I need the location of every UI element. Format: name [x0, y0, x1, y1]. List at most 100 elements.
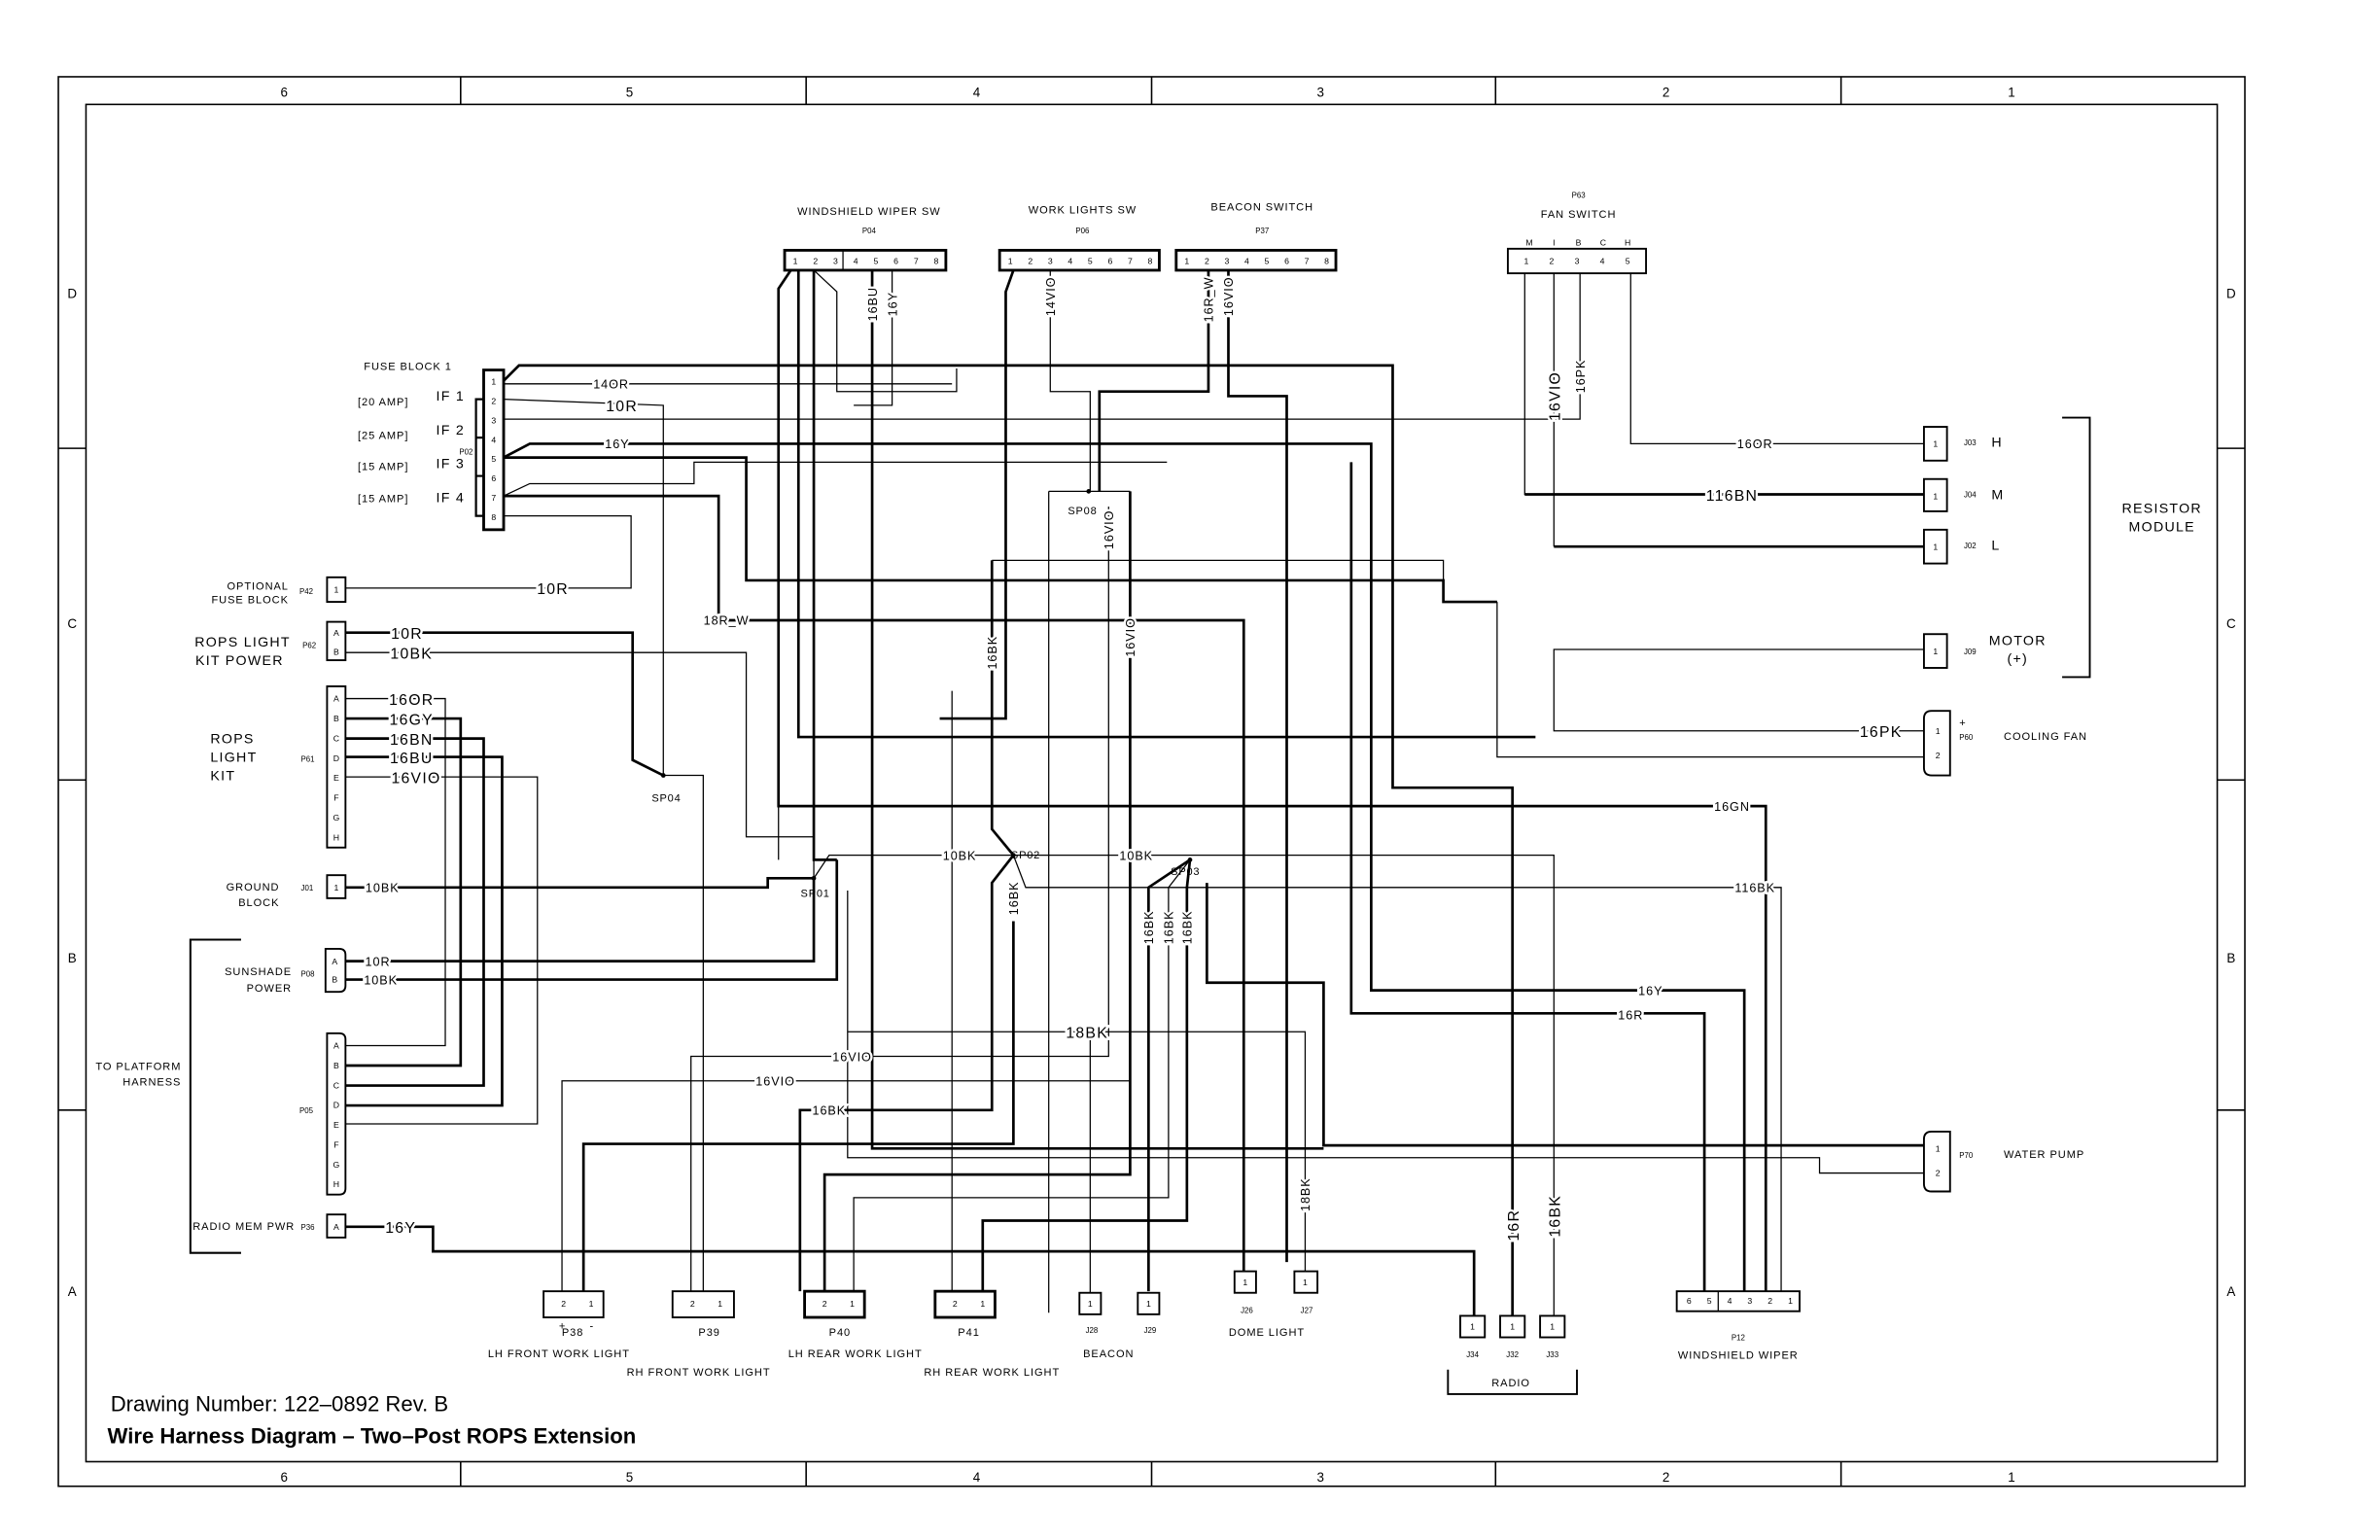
connector-id: P70	[1959, 1151, 1974, 1160]
j01-pins: 1	[333, 883, 338, 892]
wire-label: 16BK	[813, 1104, 847, 1118]
connector-label: SUNSHADE	[225, 966, 292, 978]
wire-label: 10R	[366, 955, 391, 968]
connector-label: FUSE BLOCK	[211, 595, 288, 607]
splice-dot	[1086, 488, 1092, 494]
wire-16bk-sp02	[990, 560, 1015, 857]
p06-connector	[998, 248, 1161, 272]
wire-16y-radio-mem	[345, 1225, 1476, 1316]
splice-dot	[1187, 858, 1193, 862]
row-label: C	[2226, 616, 2236, 631]
wire-16bk-p38	[581, 921, 1015, 1292]
wire-16vio-p39	[690, 507, 1109, 1292]
wire-label: 10BK	[390, 647, 433, 663]
drawing-number: Drawing Number: 122–0892 Rev. B	[111, 1391, 448, 1416]
wire-16r-wiper	[1349, 462, 1706, 1292]
pin-label: G	[333, 813, 340, 822]
pin-label: F	[333, 1139, 338, 1149]
connector-id: J09	[1964, 648, 1977, 656]
fuse-rating: [25 AMP]	[358, 431, 408, 442]
splice-dot	[811, 875, 817, 881]
wire-16vio-p38	[561, 1080, 1131, 1292]
j34-pins: 1	[1470, 1322, 1475, 1332]
pin-label: 1	[1184, 257, 1189, 266]
wire-p04-3	[812, 269, 837, 861]
wire-label: 10BK	[1119, 849, 1153, 862]
connector-label: (+)	[2007, 651, 2028, 667]
wire-16r-w	[1098, 269, 1210, 492]
pin-label: A	[332, 957, 337, 966]
wire-label: 16BK	[1163, 911, 1176, 945]
splice-label: SP08	[1068, 506, 1097, 517]
column-label: 5	[626, 1470, 633, 1485]
connector-label: BLOCK	[238, 897, 279, 909]
wire-water-pump-2	[847, 890, 1924, 1174]
wire-16gn	[777, 269, 1768, 1292]
pin-label: 2	[1768, 1296, 1772, 1306]
p70-pins: 12	[1936, 1143, 1941, 1177]
p39-connector	[671, 1290, 735, 1318]
wire-10bk-ground	[345, 876, 815, 890]
wire-16bk-j29	[1147, 858, 1191, 1292]
splice-dot	[1011, 853, 1016, 858]
connector-id: J02	[1964, 542, 1977, 550]
wire-16bk-p41	[981, 859, 1192, 1292]
column-label: 3	[1317, 1470, 1324, 1485]
row-label: B	[68, 951, 77, 965]
connector-label: RADIO MEM PWR	[192, 1221, 295, 1233]
pin-label: M	[1525, 238, 1532, 248]
connector-id: J26	[1241, 1306, 1253, 1314]
pin-label: B	[1576, 238, 1582, 248]
pin-label: 8	[1148, 257, 1153, 266]
wire-16pk-fan	[504, 273, 1581, 420]
connector-id: J01	[301, 884, 314, 892]
p42-connector	[326, 576, 347, 604]
j01-connector	[326, 874, 347, 899]
switch-title: WINDSHIELD WIPER SW	[797, 206, 941, 218]
connector-id: P62	[302, 641, 316, 649]
pin-label: 2	[822, 1299, 827, 1309]
wire-label: 16Y	[385, 1220, 416, 1237]
radio-bracket	[1447, 1369, 1578, 1395]
wire-label: 16GY	[390, 712, 434, 728]
wire-16vio-beacon	[1227, 269, 1288, 1263]
speed-label: H	[1991, 436, 2003, 451]
splice-label: SP01	[801, 888, 830, 899]
connector-label: RADIO	[1491, 1378, 1530, 1389]
pin-label: 1	[1146, 1299, 1151, 1309]
pin-label: 4	[491, 435, 496, 444]
connector-id: P38	[562, 1327, 584, 1339]
wire-10r-rops-power	[345, 631, 664, 777]
j02-connector	[1922, 528, 1948, 565]
zone-dividers	[58, 76, 2246, 1487]
pin-label: 1	[1242, 1278, 1247, 1287]
connector-id: P04	[862, 227, 877, 235]
p62-connector	[326, 620, 347, 662]
pin-label: H	[333, 1179, 339, 1189]
wire-16vio-p40	[822, 491, 1132, 1292]
pin-label: 2	[1205, 257, 1209, 266]
wire-label: 18BK	[1066, 1026, 1108, 1042]
fuse-name: IF 4	[437, 490, 466, 506]
connector-id: J03	[1964, 438, 1977, 447]
p40-connector	[803, 1289, 866, 1319]
pin-label: 7	[1305, 257, 1310, 266]
connector-label: TO PLATFORM	[95, 1062, 181, 1073]
radio: 1 1 1 J34 J32 J33 RADIO	[1447, 1314, 1578, 1395]
wire-16or-p05	[345, 697, 446, 1047]
wire-16bk-p40b	[853, 858, 1191, 1292]
wire-label: 10R	[606, 399, 638, 415]
wire-label: 10BK	[364, 973, 398, 987]
splice-label: SP04	[651, 792, 681, 804]
column-label: 2	[1662, 85, 1669, 99]
row-label: A	[68, 1284, 77, 1299]
p62-pins: AB	[333, 628, 339, 657]
connector-id: P36	[301, 1223, 316, 1232]
pin-label: 3	[1575, 257, 1580, 266]
pin-label: 1	[1510, 1322, 1515, 1332]
drawing-frame: 6 5 4 3 2 1 6 5 4 3 2 1 D C B A D C B A	[57, 76, 2246, 1488]
p02-connector	[482, 368, 506, 532]
